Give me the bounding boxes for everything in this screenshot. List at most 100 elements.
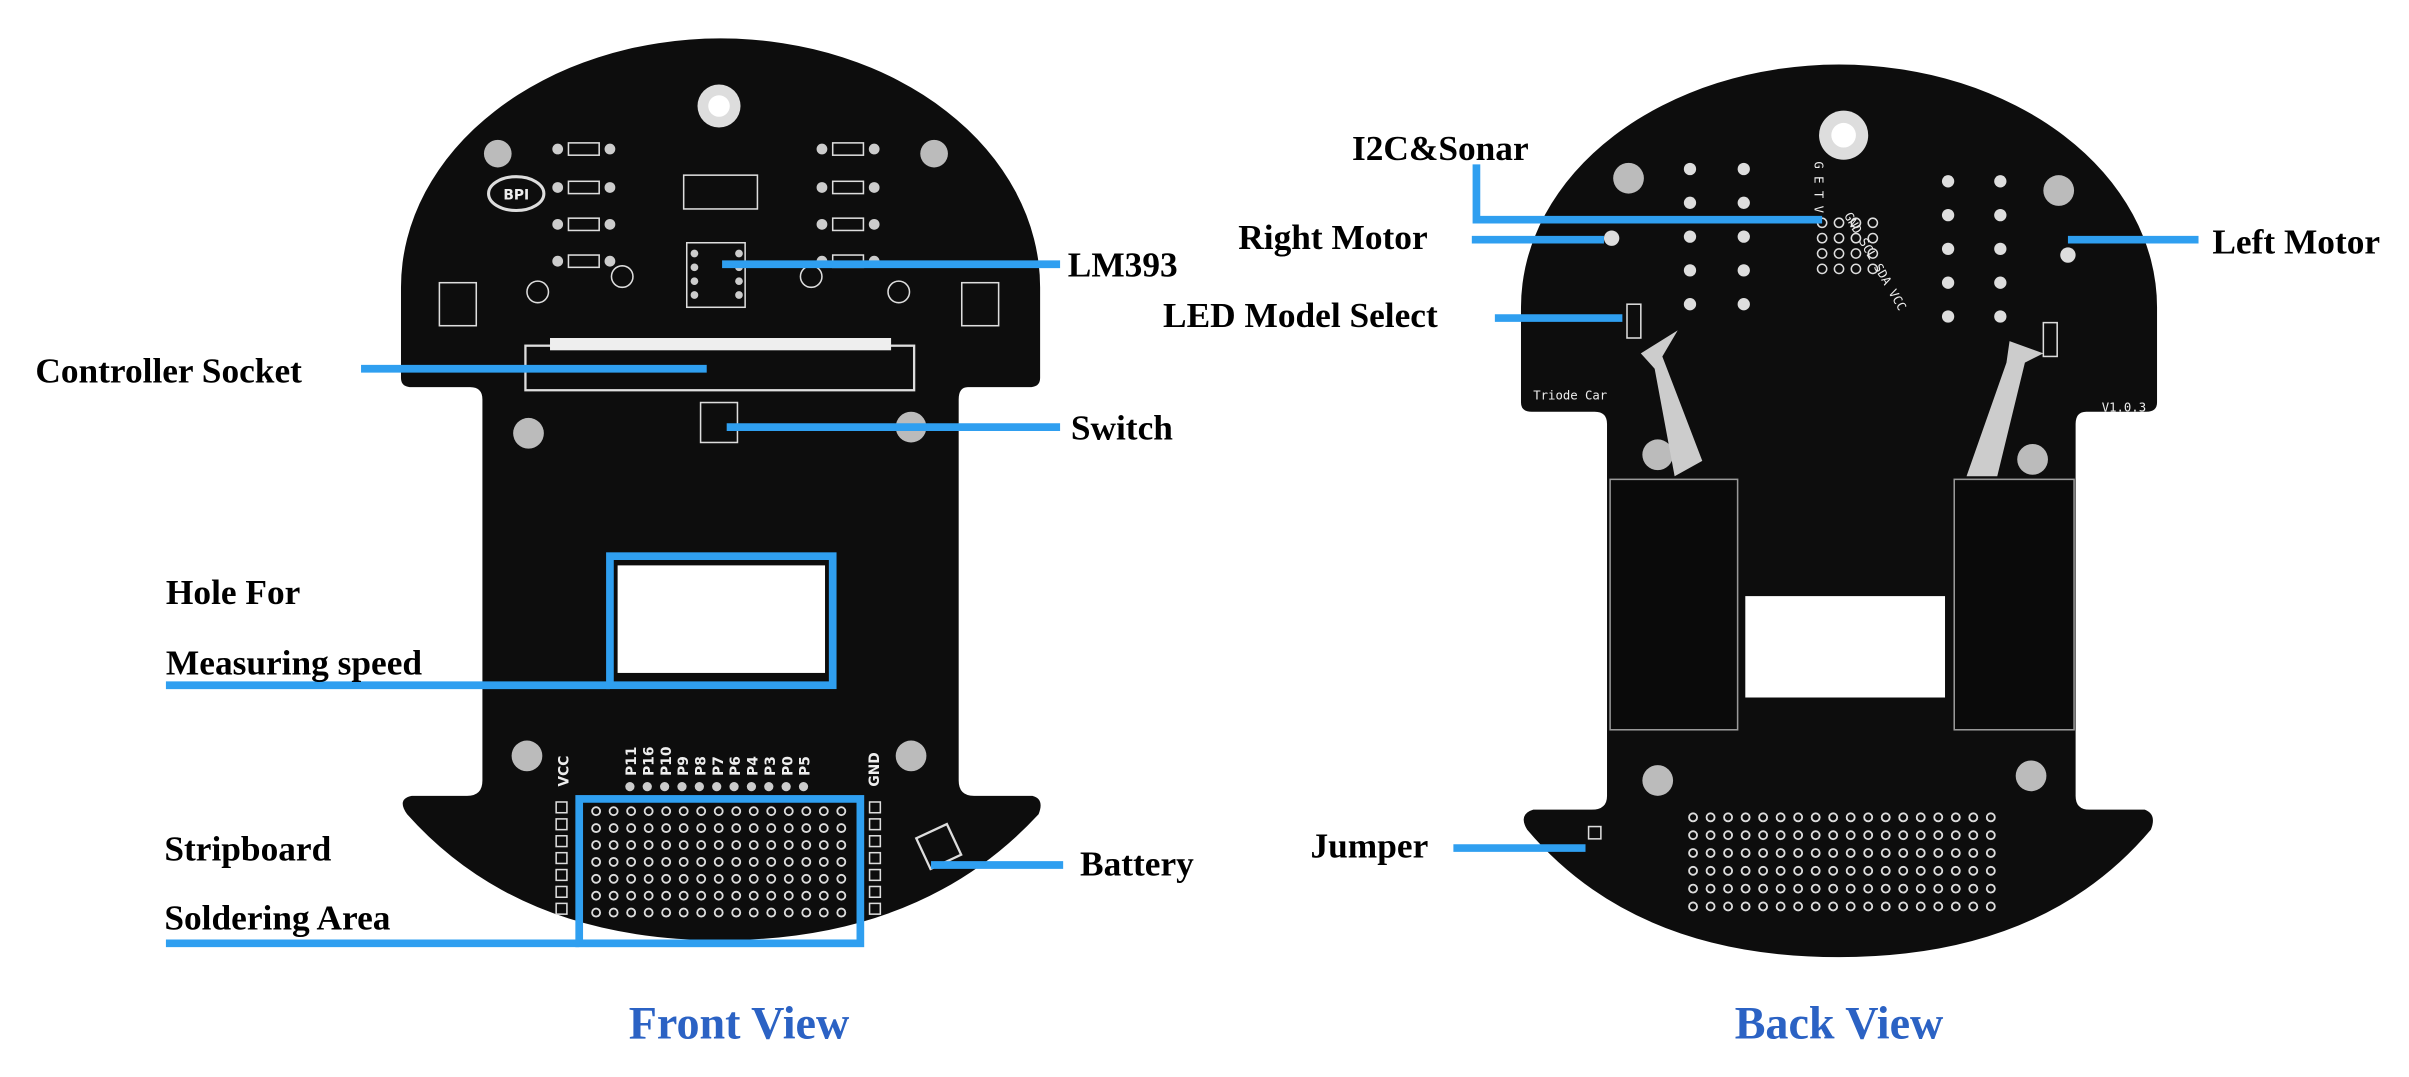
solder-pad <box>783 890 794 901</box>
resistor-pad <box>604 143 616 155</box>
solder-pad <box>608 823 619 834</box>
solder-pad <box>1985 812 1996 823</box>
back-mount-hole-center <box>1831 122 1856 148</box>
solder-pad <box>608 840 619 850</box>
solder-pad <box>731 856 742 867</box>
pin-label: P4 <box>746 756 762 776</box>
solder-pad <box>626 890 637 901</box>
pin-label: P7 <box>711 756 727 776</box>
solder-pad <box>661 856 672 867</box>
pin-pad <box>625 782 635 792</box>
hole-highlight <box>606 552 837 690</box>
solder-pad <box>1723 848 1734 858</box>
pin-label: P9 <box>676 756 692 776</box>
solder-pad <box>1985 883 1996 894</box>
resistor-pad <box>816 143 828 155</box>
right-motor-trace <box>1640 330 1703 477</box>
gnd-header-pin <box>868 801 882 814</box>
ic-pin <box>735 249 743 258</box>
resistor-pad <box>552 143 564 155</box>
solder-pad <box>1898 830 1909 841</box>
solder-pad <box>1828 812 1839 823</box>
solder-pad <box>1880 901 1891 912</box>
solder-pad <box>766 907 777 918</box>
solder-pad <box>1845 883 1856 894</box>
pad <box>1941 276 1955 289</box>
lm393-label: LM393 <box>1068 246 1178 285</box>
solder-pad <box>626 823 637 834</box>
mount-hole-center <box>708 95 730 117</box>
solder-pad <box>836 873 847 884</box>
switch-footprint <box>699 401 739 444</box>
resistor-pad <box>604 218 616 230</box>
pin-label: P3 <box>763 756 779 776</box>
jumper-pad <box>1587 825 1602 840</box>
solder-pad <box>766 806 777 817</box>
gnd-header-pin <box>868 885 882 899</box>
solder-pad <box>1793 830 1804 841</box>
hole-label-line2: Measuring speed <box>166 643 422 682</box>
solder-pad <box>713 823 724 834</box>
solder-pad <box>836 907 847 918</box>
pin-pad <box>660 782 670 792</box>
solder-pad <box>1810 812 1821 823</box>
solder-pad <box>661 873 672 884</box>
solder-pad <box>1898 883 1909 894</box>
bpi-logo-text: BPI <box>503 188 529 204</box>
resistor <box>831 217 865 232</box>
solder-pad <box>1705 830 1716 841</box>
potentiometer <box>438 281 478 327</box>
pin-label: P11 <box>624 747 640 776</box>
solder-pad <box>1845 830 1856 841</box>
solder-pad <box>1985 830 1996 841</box>
solder-pad <box>1933 883 1944 894</box>
solder-pad <box>608 806 619 817</box>
right-motor-pad <box>1609 478 1739 731</box>
pin-pad <box>712 782 722 792</box>
front-annotations: Controller Socket LM393 Switch Hole For … <box>35 246 1194 1049</box>
solder-pad <box>818 840 829 850</box>
vcc-header-pin <box>555 868 568 882</box>
solder-pad <box>1775 883 1786 894</box>
header-pad <box>1850 217 1862 229</box>
solder-pad <box>1915 812 1926 823</box>
solder-pad <box>643 840 654 850</box>
solder-pad <box>1793 901 1804 912</box>
stripboard-highlight <box>575 795 865 948</box>
resistor-pad <box>604 182 616 193</box>
pad <box>1683 298 1697 311</box>
pad <box>1737 196 1750 209</box>
solder-pad <box>783 907 794 918</box>
header-pad <box>1867 248 1879 259</box>
bpi-logo <box>487 175 546 213</box>
solder-pad <box>766 840 777 850</box>
controller-socket-pads <box>550 338 892 351</box>
header-pad <box>1833 217 1845 229</box>
solder-pad <box>591 890 602 901</box>
solder-pad <box>1915 883 1926 894</box>
back-mount-holes <box>1613 162 2075 796</box>
pad <box>1683 264 1697 277</box>
solder-pad <box>731 840 742 850</box>
solder-pad <box>1723 865 1734 876</box>
header-pad <box>1833 232 1845 244</box>
left-motor-trace <box>1966 341 2044 477</box>
solder-pad <box>1880 848 1891 858</box>
resistor-pad <box>552 218 564 230</box>
solder-pad <box>1705 883 1716 894</box>
stripboard-label-line1: Stripboard <box>164 829 331 868</box>
solder-pad <box>1968 901 1979 912</box>
solder-pad <box>1863 848 1874 858</box>
right-motor-label: Right Motor <box>1238 218 1427 257</box>
pad <box>1994 276 2007 289</box>
solder-pad <box>748 856 759 867</box>
solder-pad <box>1775 848 1786 858</box>
solder-pad <box>713 806 724 817</box>
solder-pad <box>748 840 759 850</box>
controller-socket-label: Controller Socket <box>35 352 302 391</box>
pad <box>1737 162 1750 176</box>
transistor <box>887 280 911 304</box>
switch-label: Switch <box>1071 408 1173 447</box>
